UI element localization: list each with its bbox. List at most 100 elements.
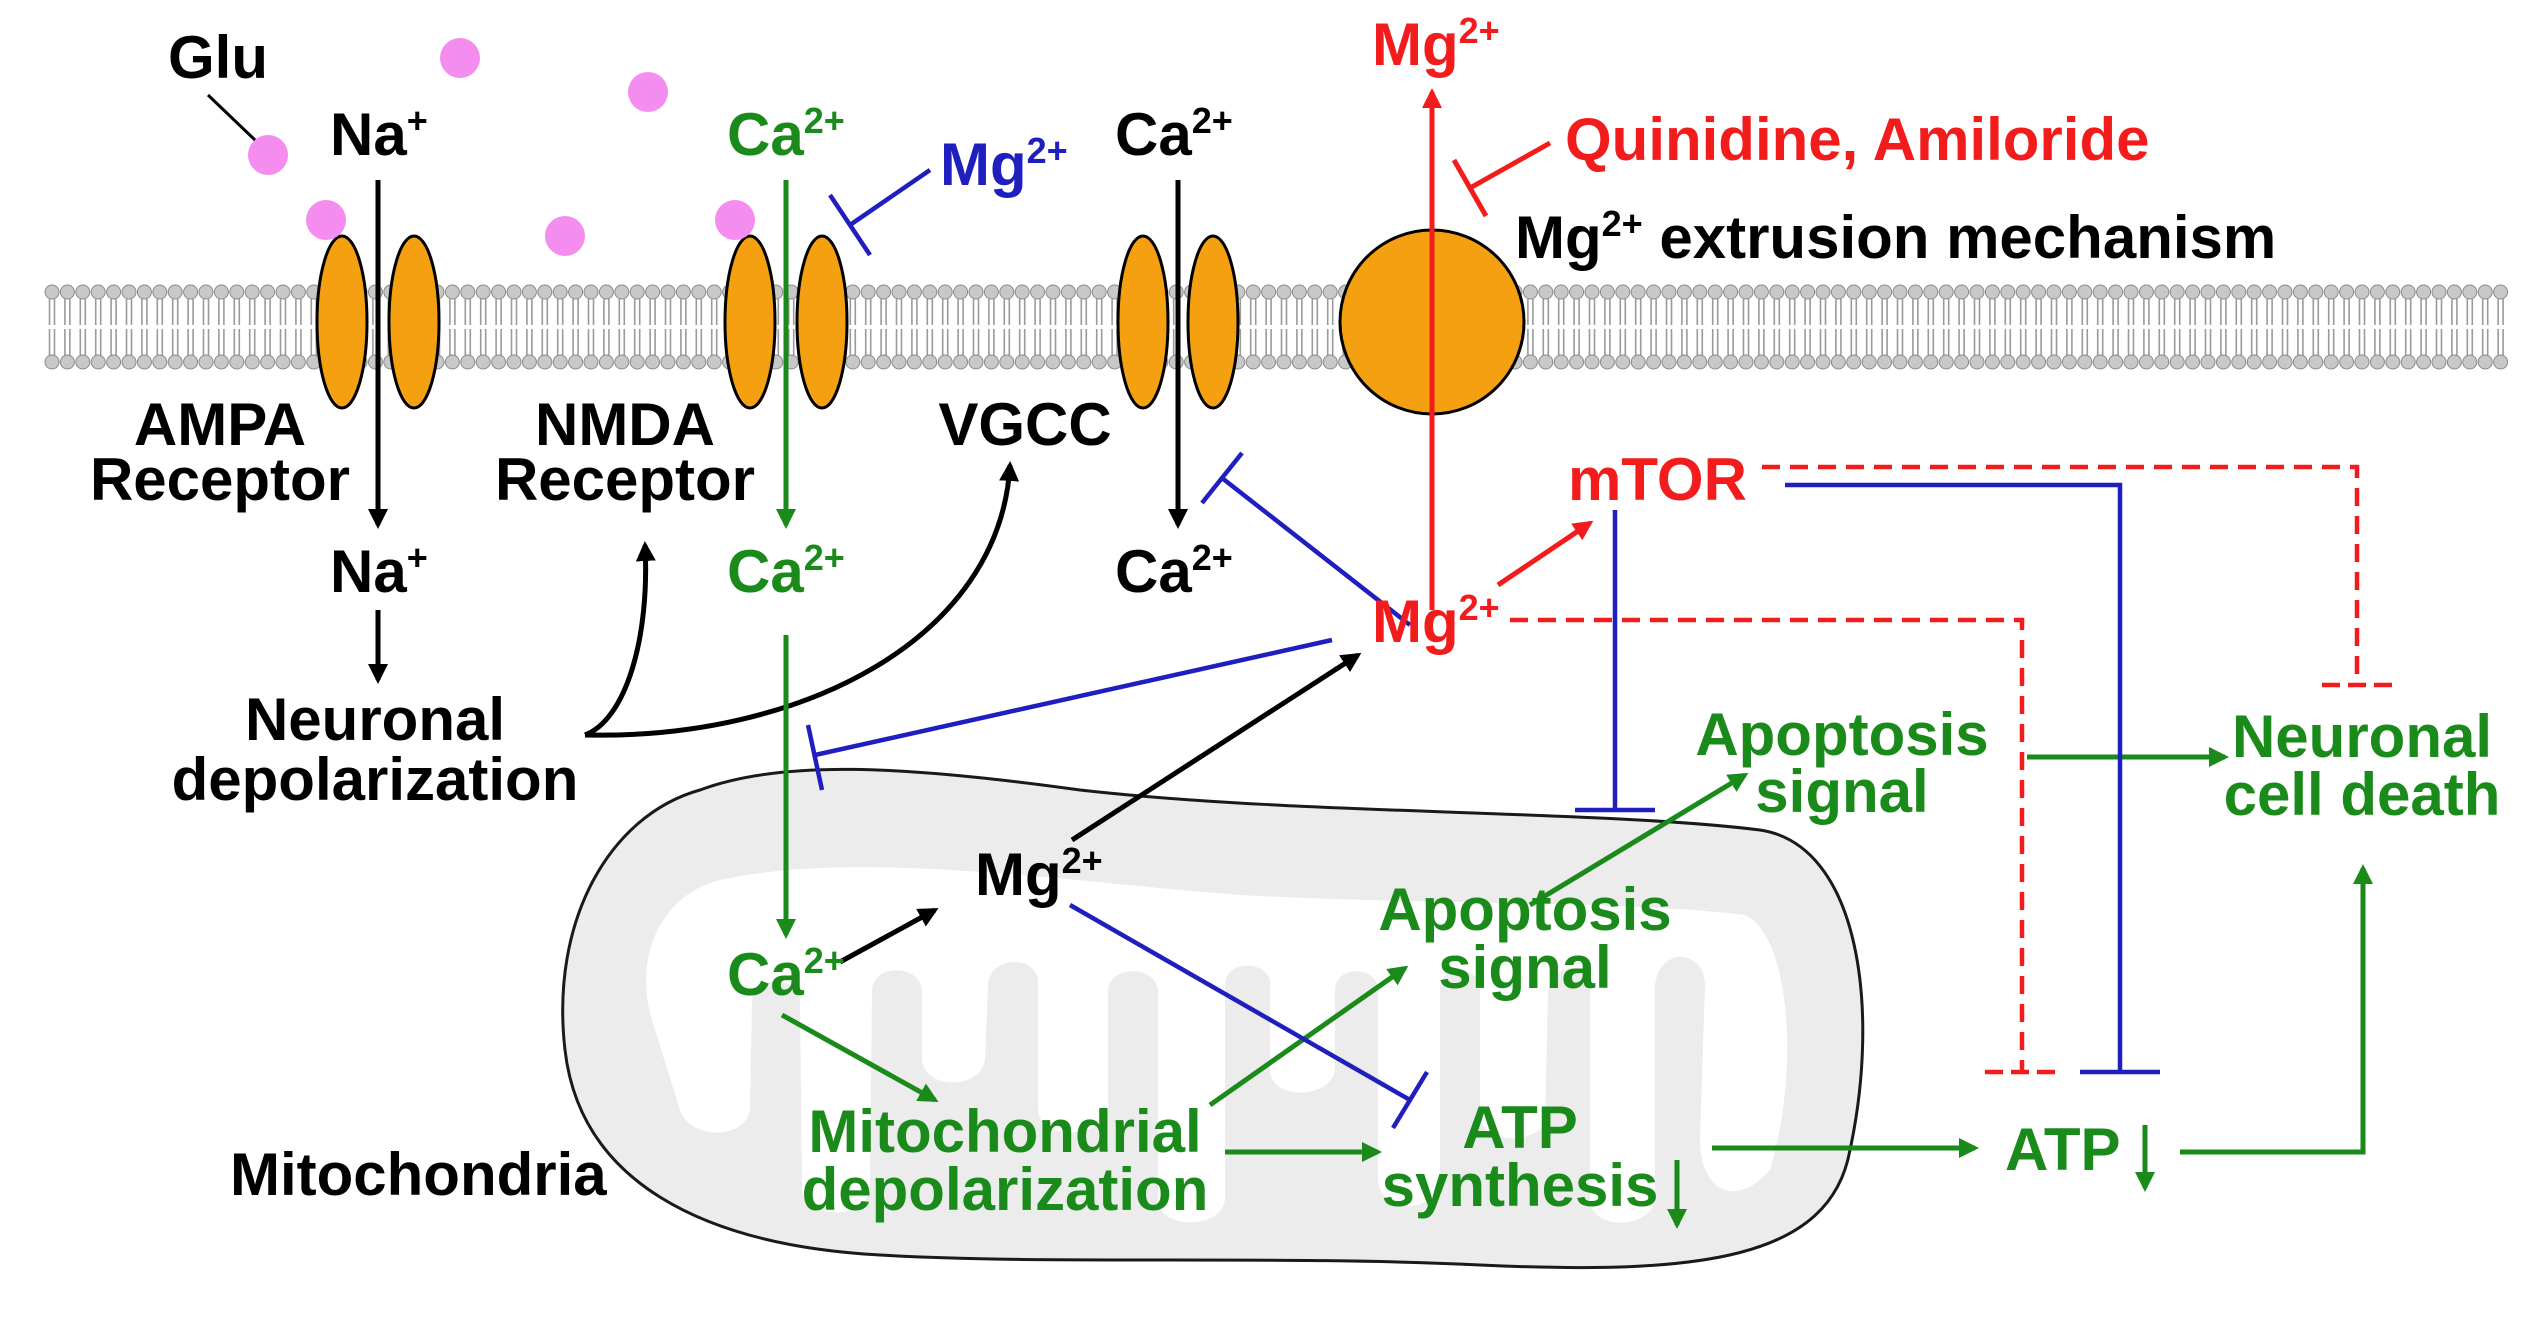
lipid-head	[275, 284, 291, 300]
red-dashed-inhibitions	[1510, 464, 2360, 1072]
lipid-head	[645, 284, 661, 300]
lipid-head	[2308, 354, 2324, 370]
lipid-head	[1676, 354, 1692, 370]
lipid-head	[2185, 354, 2201, 370]
lipid-head	[845, 354, 861, 370]
lipid-head	[2354, 354, 2370, 370]
lipid-head	[891, 354, 907, 370]
lipid-head	[2046, 284, 2062, 300]
nmda-receptor-channel	[723, 234, 849, 410]
lipid-head	[860, 284, 876, 300]
lipid-head	[968, 284, 984, 300]
lipid-head	[59, 284, 75, 300]
lipid-head	[1846, 284, 1862, 300]
lipid-head	[2061, 284, 2077, 300]
lipid-head	[1646, 284, 1662, 300]
lipid-head	[1060, 354, 1076, 370]
green-arrows	[776, 180, 2373, 1229]
lipid-head	[2215, 354, 2231, 370]
lipid-head	[2200, 354, 2216, 370]
lipid-head	[2031, 354, 2047, 370]
lipid-head	[2246, 354, 2262, 370]
label-neuronal-depol-line1: Neuronal	[245, 686, 505, 753]
lipid-head	[1322, 284, 1338, 300]
lipid-head	[1091, 354, 1107, 370]
lipid-head	[2308, 284, 2324, 300]
lipid-head	[2493, 354, 2509, 370]
lipid-head	[876, 354, 892, 370]
lipid-head	[691, 284, 707, 300]
lipid-head	[1738, 284, 1754, 300]
lipid-head	[2046, 354, 2062, 370]
lipid-head	[1692, 284, 1708, 300]
lipid-head	[2385, 284, 2401, 300]
red-arrows	[1422, 88, 1594, 610]
lipid-head	[2462, 284, 2478, 300]
inhibit-mg-atp-synth	[1068, 903, 1412, 1102]
lipid-head	[629, 354, 645, 370]
lipid-head	[660, 354, 676, 370]
lipid-head	[552, 284, 568, 300]
label-mg-red-top: Mg2+	[1372, 10, 1500, 78]
labels: Glu Na+ Na+ Ca2+ Ca2+ Ca2+ Mg2+ Ca2+ Ca2…	[90, 10, 2500, 1223]
lipid-head	[2200, 284, 2216, 300]
lipid-head	[675, 284, 691, 300]
lipid-head	[937, 354, 953, 370]
lipid-head	[2477, 354, 2493, 370]
lipid-head	[2108, 354, 2124, 370]
lipid-head	[275, 354, 291, 370]
lipid-head	[1060, 284, 1076, 300]
lipid-head	[1091, 284, 1107, 300]
lipid-head	[2123, 354, 2139, 370]
lipid-head	[2446, 284, 2462, 300]
lipid-head	[2092, 284, 2108, 300]
lipid-head	[2400, 284, 2416, 300]
lipid-head	[290, 354, 306, 370]
lipid-head	[121, 354, 137, 370]
lipid-head	[568, 284, 584, 300]
lipid-head	[1907, 284, 1923, 300]
lipid-head	[1923, 284, 1939, 300]
lipid-head	[90, 284, 106, 300]
lipid-head	[845, 284, 861, 300]
lipid-head	[1615, 284, 1631, 300]
lipid-head	[260, 284, 276, 300]
lipid-head	[568, 354, 584, 370]
lipid-head	[2061, 354, 2077, 370]
label-atp-synth-line2: synthesis	[1382, 1152, 1659, 1219]
lipid-head	[1892, 354, 1908, 370]
inhibit-mg-nmda	[848, 168, 932, 227]
lipid-head	[645, 354, 661, 370]
lipid-head	[1877, 284, 1893, 300]
label-ca-nmda-bottom: Ca2+	[727, 537, 845, 605]
lipid-head	[152, 354, 168, 370]
lipid-head	[1553, 354, 1569, 370]
lipid-head	[1615, 354, 1631, 370]
lipid-head	[244, 284, 260, 300]
lipid-head	[2015, 354, 2031, 370]
inhibit-mtor-cell-death	[1762, 464, 2360, 685]
lipid-head	[198, 354, 214, 370]
lipid-head	[691, 354, 707, 370]
glutamate-dot	[715, 200, 755, 240]
lipid-head	[906, 284, 922, 300]
lipid-head	[1522, 284, 1538, 300]
lipid-head	[2169, 354, 2185, 370]
lipid-head	[2031, 284, 2047, 300]
label-glu: Glu	[168, 24, 268, 91]
label-na-bottom: Na+	[330, 537, 428, 605]
label-ca-vgcc-bottom: Ca2+	[1115, 537, 1233, 605]
lipid-head	[1984, 354, 2000, 370]
lipid-head	[953, 354, 969, 370]
lipid-head	[968, 354, 984, 370]
lipid-head	[167, 354, 183, 370]
lipid-head	[1630, 354, 1646, 370]
label-ampa-line1: AMPA	[134, 391, 306, 458]
lipid-head	[2462, 354, 2478, 370]
lipid-head	[1014, 284, 1030, 300]
arrow-ca-to-mg-mito	[838, 907, 939, 965]
lipid-head	[598, 284, 614, 300]
lipid-head	[44, 284, 60, 300]
lipid-head	[1784, 284, 1800, 300]
